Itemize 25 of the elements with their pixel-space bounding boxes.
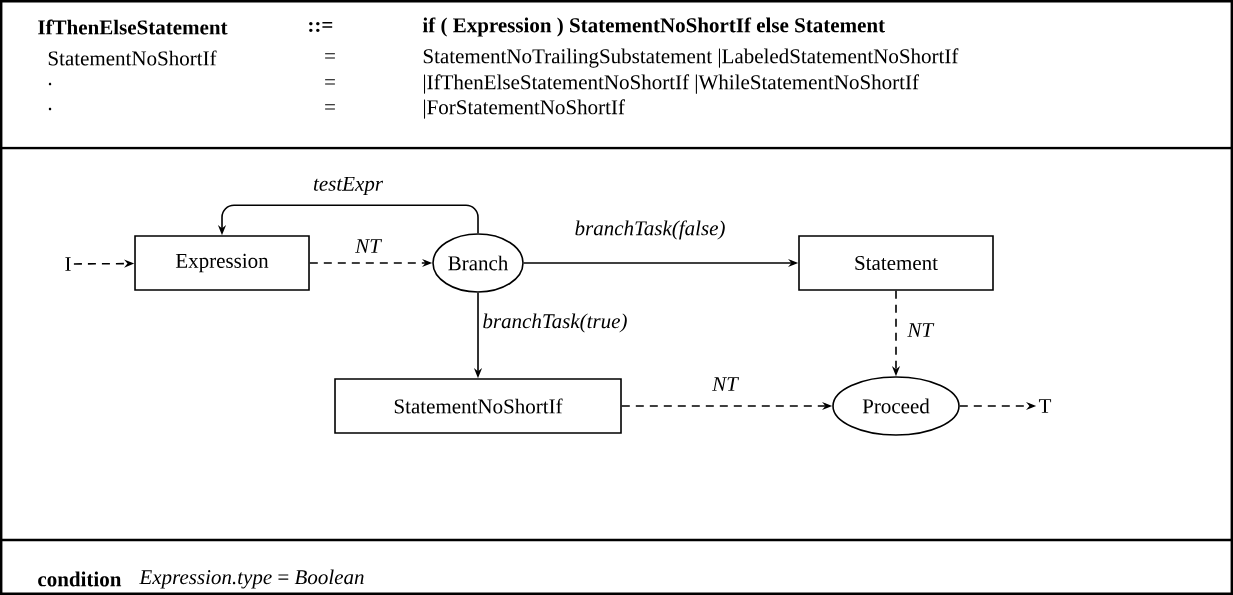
grammar-text: = — [325, 79, 335, 85]
edge-label: NT — [353, 237, 383, 255]
condition-text: condition — [38, 571, 122, 587]
grammar-text: StatementNoTrailingSubstatement |LabeledStatementNoShortIf — [423, 48, 959, 68]
grammar-text: = — [325, 53, 335, 59]
process-box: Statement — [798, 235, 994, 291]
condition-text: Expression.type = Boolean — [139, 569, 364, 589]
grammar-text: . — [48, 107, 52, 111]
grammar-text: IfThenElseStatement — [38, 19, 228, 35]
grammar-text: |ForStatementNoShortIf — [424, 99, 625, 119]
grammar-text: |IfThenElseStatementNoShortIf |WhileStatementNoShortIf — [424, 74, 919, 94]
edge-label: NT — [710, 375, 740, 393]
grammar-text: if ( Expression ) StatementNoShortIf else Statement — [422, 17, 885, 37]
terminal-label: I — [65, 257, 71, 271]
edge-label: testExpr — [311, 174, 385, 198]
process-box: StatementNoShortIf — [334, 378, 622, 434]
terminal-label: T — [1038, 399, 1052, 413]
grammar-text: . — [48, 82, 52, 86]
edge-label: branchTask(true) — [480, 311, 630, 335]
grammar-text: ::= — [309, 21, 333, 33]
grammar-text: = — [325, 104, 335, 110]
grammar-text: StatementNoShortIf — [48, 50, 217, 66]
edge-label: branchTask(false) — [572, 218, 728, 242]
edge-label: NT — [905, 321, 936, 339]
process-box: Expression — [134, 235, 310, 291]
